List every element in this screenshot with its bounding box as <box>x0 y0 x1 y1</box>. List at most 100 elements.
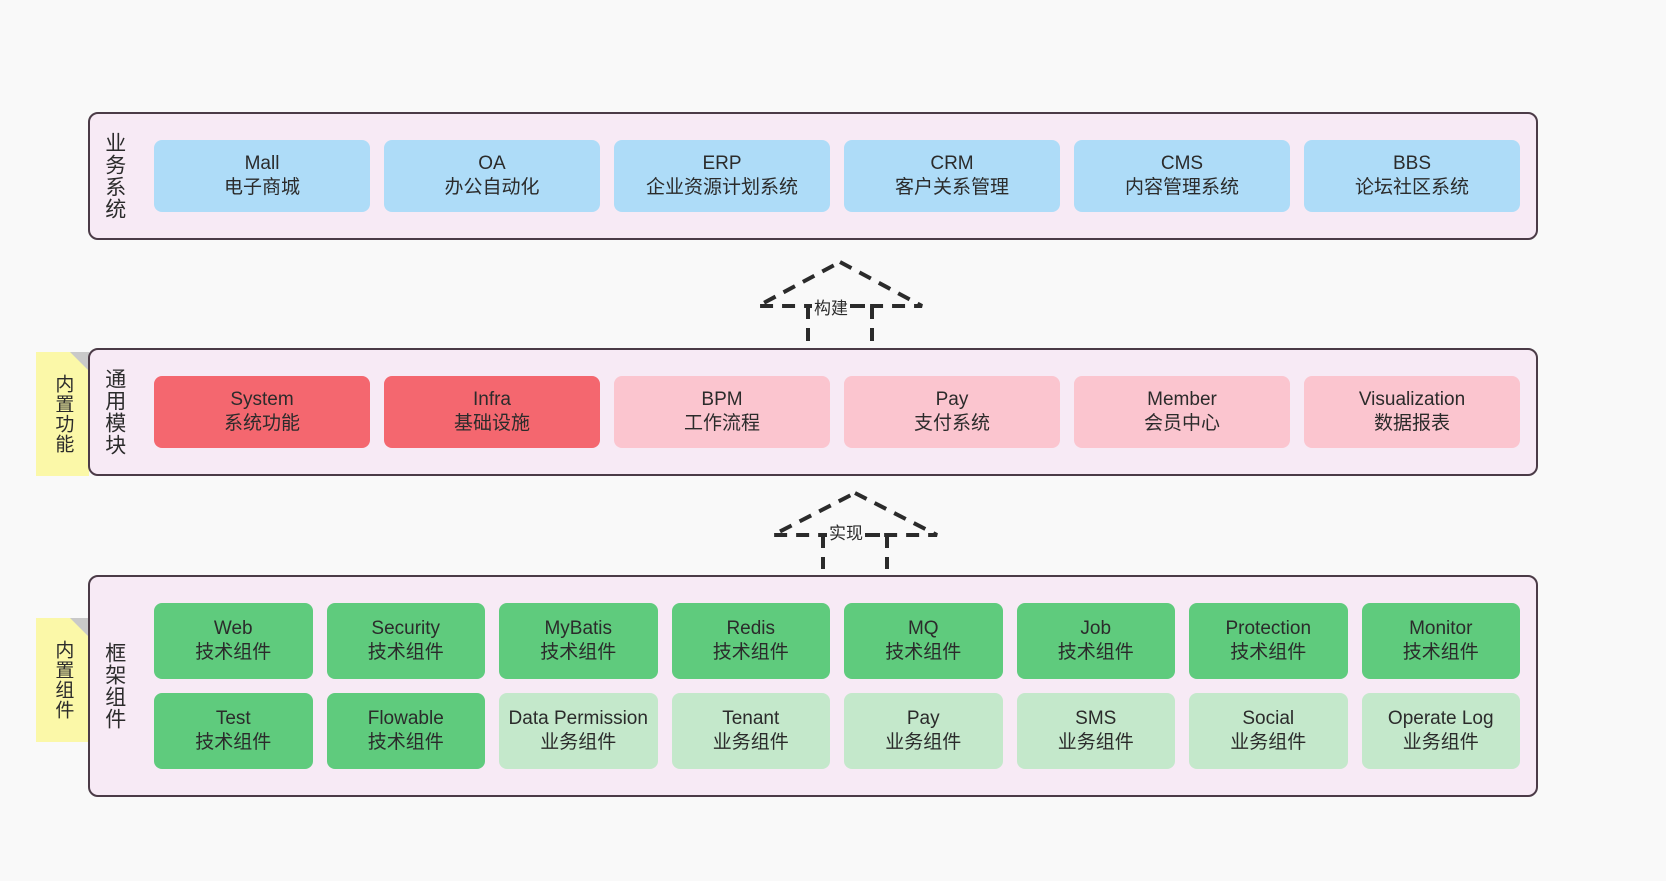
node-subtitle: 电子商城 <box>223 177 300 198</box>
node-subtitle: 技术组件 <box>195 732 272 753</box>
node-subtitle: 支付系统 <box>913 413 990 434</box>
node-title: Operate Log <box>1387 708 1494 730</box>
node-title: Social <box>1242 708 1295 730</box>
node-title: Web <box>213 618 253 640</box>
node-subtitle: 基础设施 <box>453 413 530 434</box>
node-title: BPM <box>701 389 743 411</box>
node-title: Redis <box>726 618 776 640</box>
node-subtitle: 技术组件 <box>367 642 444 663</box>
connector-implement: 实现 <box>765 487 945 569</box>
node-subtitle: 数据报表 <box>1373 413 1450 434</box>
node-title: MyBatis <box>544 618 613 640</box>
layer-label-common-modules: 通用模块 <box>102 368 126 456</box>
node-subtitle: 业务组件 <box>1230 732 1307 753</box>
node-subtitle: 会员中心 <box>1143 413 1220 434</box>
node-subtitle: 客户关系管理 <box>894 177 1009 198</box>
node-title: CMS <box>1160 153 1204 175</box>
node-title: SMS <box>1075 708 1117 730</box>
node-subtitle: 业务组件 <box>712 732 789 753</box>
node-subtitle: 业务组件 <box>1057 732 1134 753</box>
node-subtitle: 技术组件 <box>1230 642 1307 663</box>
node-title: OA <box>478 153 506 175</box>
node-title: Infra <box>472 389 512 411</box>
layer-label-framework-components: 框架组件 <box>102 642 126 730</box>
node-subtitle: 办公自动化 <box>444 177 540 198</box>
node-subtitle: 技术组件 <box>195 642 272 663</box>
node-subtitle: 业务组件 <box>885 732 962 753</box>
sticky-fold-icon <box>70 352 89 371</box>
node-subtitle: 技术组件 <box>540 642 617 663</box>
node-title: BBS <box>1392 153 1432 175</box>
node-title: System <box>230 389 294 411</box>
node-title: ERP <box>702 153 742 175</box>
node-subtitle: 业务组件 <box>1402 732 1479 753</box>
node-subtitle: 论坛社区系统 <box>1354 177 1469 198</box>
node-subtitle: 工作流程 <box>683 413 760 434</box>
node-title: CRM <box>930 153 974 175</box>
node-title: MQ <box>907 618 939 640</box>
connector-build: 构建 <box>750 256 930 348</box>
node-title: Protection <box>1225 618 1312 640</box>
layer-label-business-systems: 业务系统 <box>102 132 126 220</box>
node-subtitle: 技术组件 <box>367 732 444 753</box>
node-subtitle: 内容管理系统 <box>1124 177 1239 198</box>
node-title: Mall <box>244 153 280 175</box>
node-title: Job <box>1080 618 1112 640</box>
node-title: Data Permission <box>508 708 648 730</box>
node-subtitle: 技术组件 <box>1057 642 1134 663</box>
node-subtitle: 技术组件 <box>1402 642 1479 663</box>
node-title: Pay <box>906 708 940 730</box>
sticky-note-builtin-components[interactable]: 内置组件 <box>36 618 89 742</box>
sticky-note-builtin-components-label: 内置组件 <box>52 640 74 720</box>
node-title: Member <box>1147 389 1217 411</box>
node-title: Tenant <box>722 708 780 730</box>
sticky-note-builtin-features[interactable]: 内置功能 <box>36 352 89 476</box>
node-subtitle: 业务组件 <box>540 732 617 753</box>
sticky-fold-icon <box>70 618 89 637</box>
node-title: Visualization <box>1358 389 1466 411</box>
connector-build-label: 构建 <box>812 294 850 319</box>
node-title: Test <box>215 708 251 730</box>
node-subtitle: 技术组件 <box>712 642 789 663</box>
node-subtitle: 技术组件 <box>885 642 962 663</box>
node-subtitle: 系统功能 <box>223 413 300 434</box>
